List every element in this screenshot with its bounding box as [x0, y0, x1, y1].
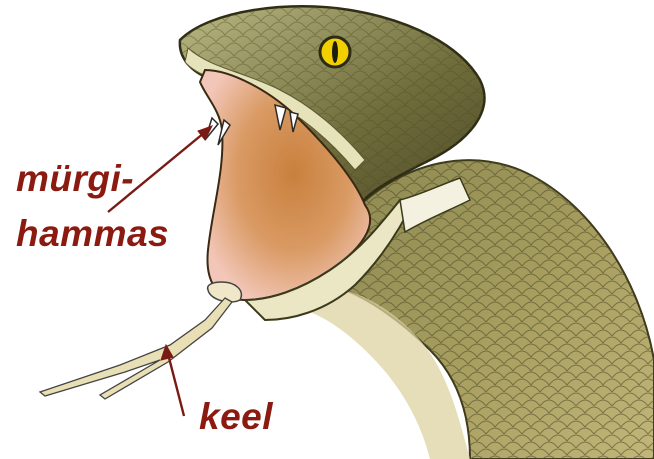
tongue — [40, 298, 232, 399]
tongue-arrow-icon — [161, 345, 184, 416]
eye-icon — [320, 37, 350, 67]
label-fang-line1: mürgi- — [16, 160, 134, 197]
label-tongue: keel — [199, 398, 273, 435]
label-fang-line2: hammas — [16, 215, 169, 252]
